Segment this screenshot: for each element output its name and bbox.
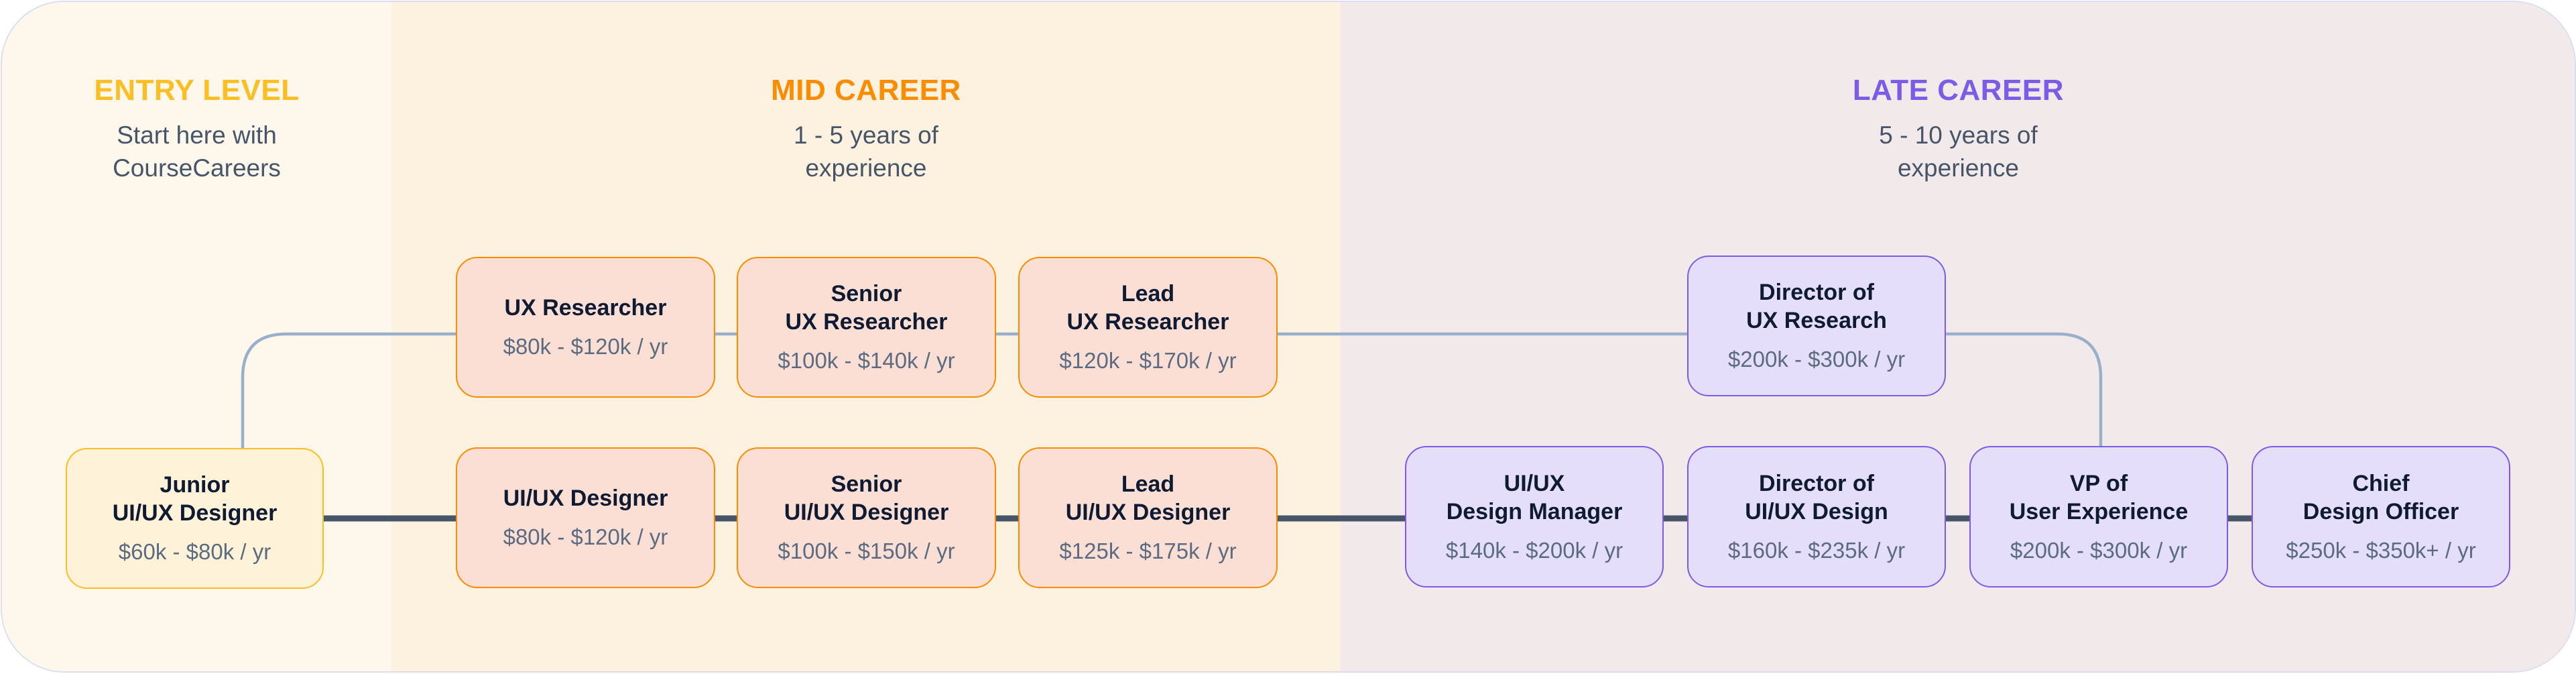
node-salary: $100k - $150k / yr <box>778 539 955 563</box>
node-role: VP of User Experience <box>2009 470 2189 524</box>
node-role: Senior UX Researcher <box>785 281 948 335</box>
node-director-uiux-design[interactable]: Director of UI/UX Design $160k - $235k /… <box>1687 446 1946 587</box>
stage-mid-header: MID CAREER 1 - 5 years of experience <box>391 72 1341 184</box>
node-salary: $160k - $235k / yr <box>1727 537 1906 563</box>
node-uiux-designer[interactable]: UI/UX Designer $80k - $120k / yr <box>456 447 715 588</box>
stage-entry-subtitle: Start here with CourseCareers <box>113 121 281 182</box>
node-role: Junior UI/UX Designer <box>112 472 278 526</box>
node-ux-researcher[interactable]: UX Researcher $80k - $120k / yr <box>456 257 715 398</box>
node-uiux-design-manager[interactable]: UI/UX Design Manager $140k - $200k / yr <box>1405 446 1664 587</box>
node-role: Director of UX Research <box>1746 280 1887 333</box>
stage-mid-subtitle: 1 - 5 years of experience <box>794 121 938 182</box>
node-salary: $200k - $300k / yr <box>1727 347 1906 372</box>
node-role: Senior UI/UX Designer <box>784 471 949 525</box>
node-salary: $120k - $170k / yr <box>1059 348 1237 373</box>
node-salary: $200k - $300k / yr <box>2010 537 2188 563</box>
node-role: UI/UX Design Manager <box>1446 470 1623 524</box>
node-junior-uiux-designer[interactable]: Junior UI/UX Designer $60k - $80k / yr <box>66 448 324 589</box>
node-lead-uiux-designer[interactable]: Lead UI/UX Designer $125k - $175k / yr <box>1018 447 1278 588</box>
node-senior-ux-researcher[interactable]: Senior UX Researcher $100k - $140k / yr <box>737 257 996 398</box>
node-vp-user-experience[interactable]: VP of User Experience $200k - $300k / yr <box>1969 446 2228 587</box>
node-lead-ux-researcher[interactable]: Lead UX Researcher $120k - $170k / yr <box>1018 257 1278 398</box>
node-role: Lead UX Researcher <box>1066 281 1229 335</box>
node-salary: $60k - $80k / yr <box>118 539 271 564</box>
stage-late-subtitle: 5 - 10 years of experience <box>1879 121 2038 182</box>
node-role: Director of UI/UX Design <box>1745 470 1888 524</box>
node-role: UX Researcher <box>504 295 667 321</box>
stage-late-title: LATE CAREER <box>1852 74 2065 107</box>
research-track-left <box>241 332 1688 450</box>
node-salary: $80k - $120k / yr <box>503 524 668 549</box>
node-salary: $250k - $350k+ / yr <box>2286 537 2476 563</box>
node-salary: $100k - $140k / yr <box>778 348 955 373</box>
stage-entry-title: ENTRY LEVEL <box>94 74 300 107</box>
node-salary: $80k - $120k / yr <box>503 334 668 359</box>
node-chief-design-officer[interactable]: Chief Design Officer $250k - $350k+ / yr <box>2252 446 2510 587</box>
node-senior-uiux-designer[interactable]: Senior UI/UX Designer $100k - $150k / yr <box>737 447 996 588</box>
research-track-right <box>1945 332 2103 448</box>
node-director-ux-research[interactable]: Director of UX Research $200k - $300k / … <box>1687 256 1946 396</box>
stage-mid-title: MID CAREER <box>771 74 961 107</box>
node-role: UI/UX Designer <box>503 486 668 511</box>
node-salary: $140k - $200k / yr <box>1445 537 1623 563</box>
stage-entry-header: ENTRY LEVEL Start here with CourseCareer… <box>2 72 391 184</box>
stage-late-header: LATE CAREER 5 - 10 years of experience <box>1341 72 2575 184</box>
node-role: Chief Design Officer <box>2303 470 2459 524</box>
node-role: Lead UI/UX Designer <box>1065 471 1231 525</box>
node-salary: $125k - $175k / yr <box>1059 539 1237 563</box>
